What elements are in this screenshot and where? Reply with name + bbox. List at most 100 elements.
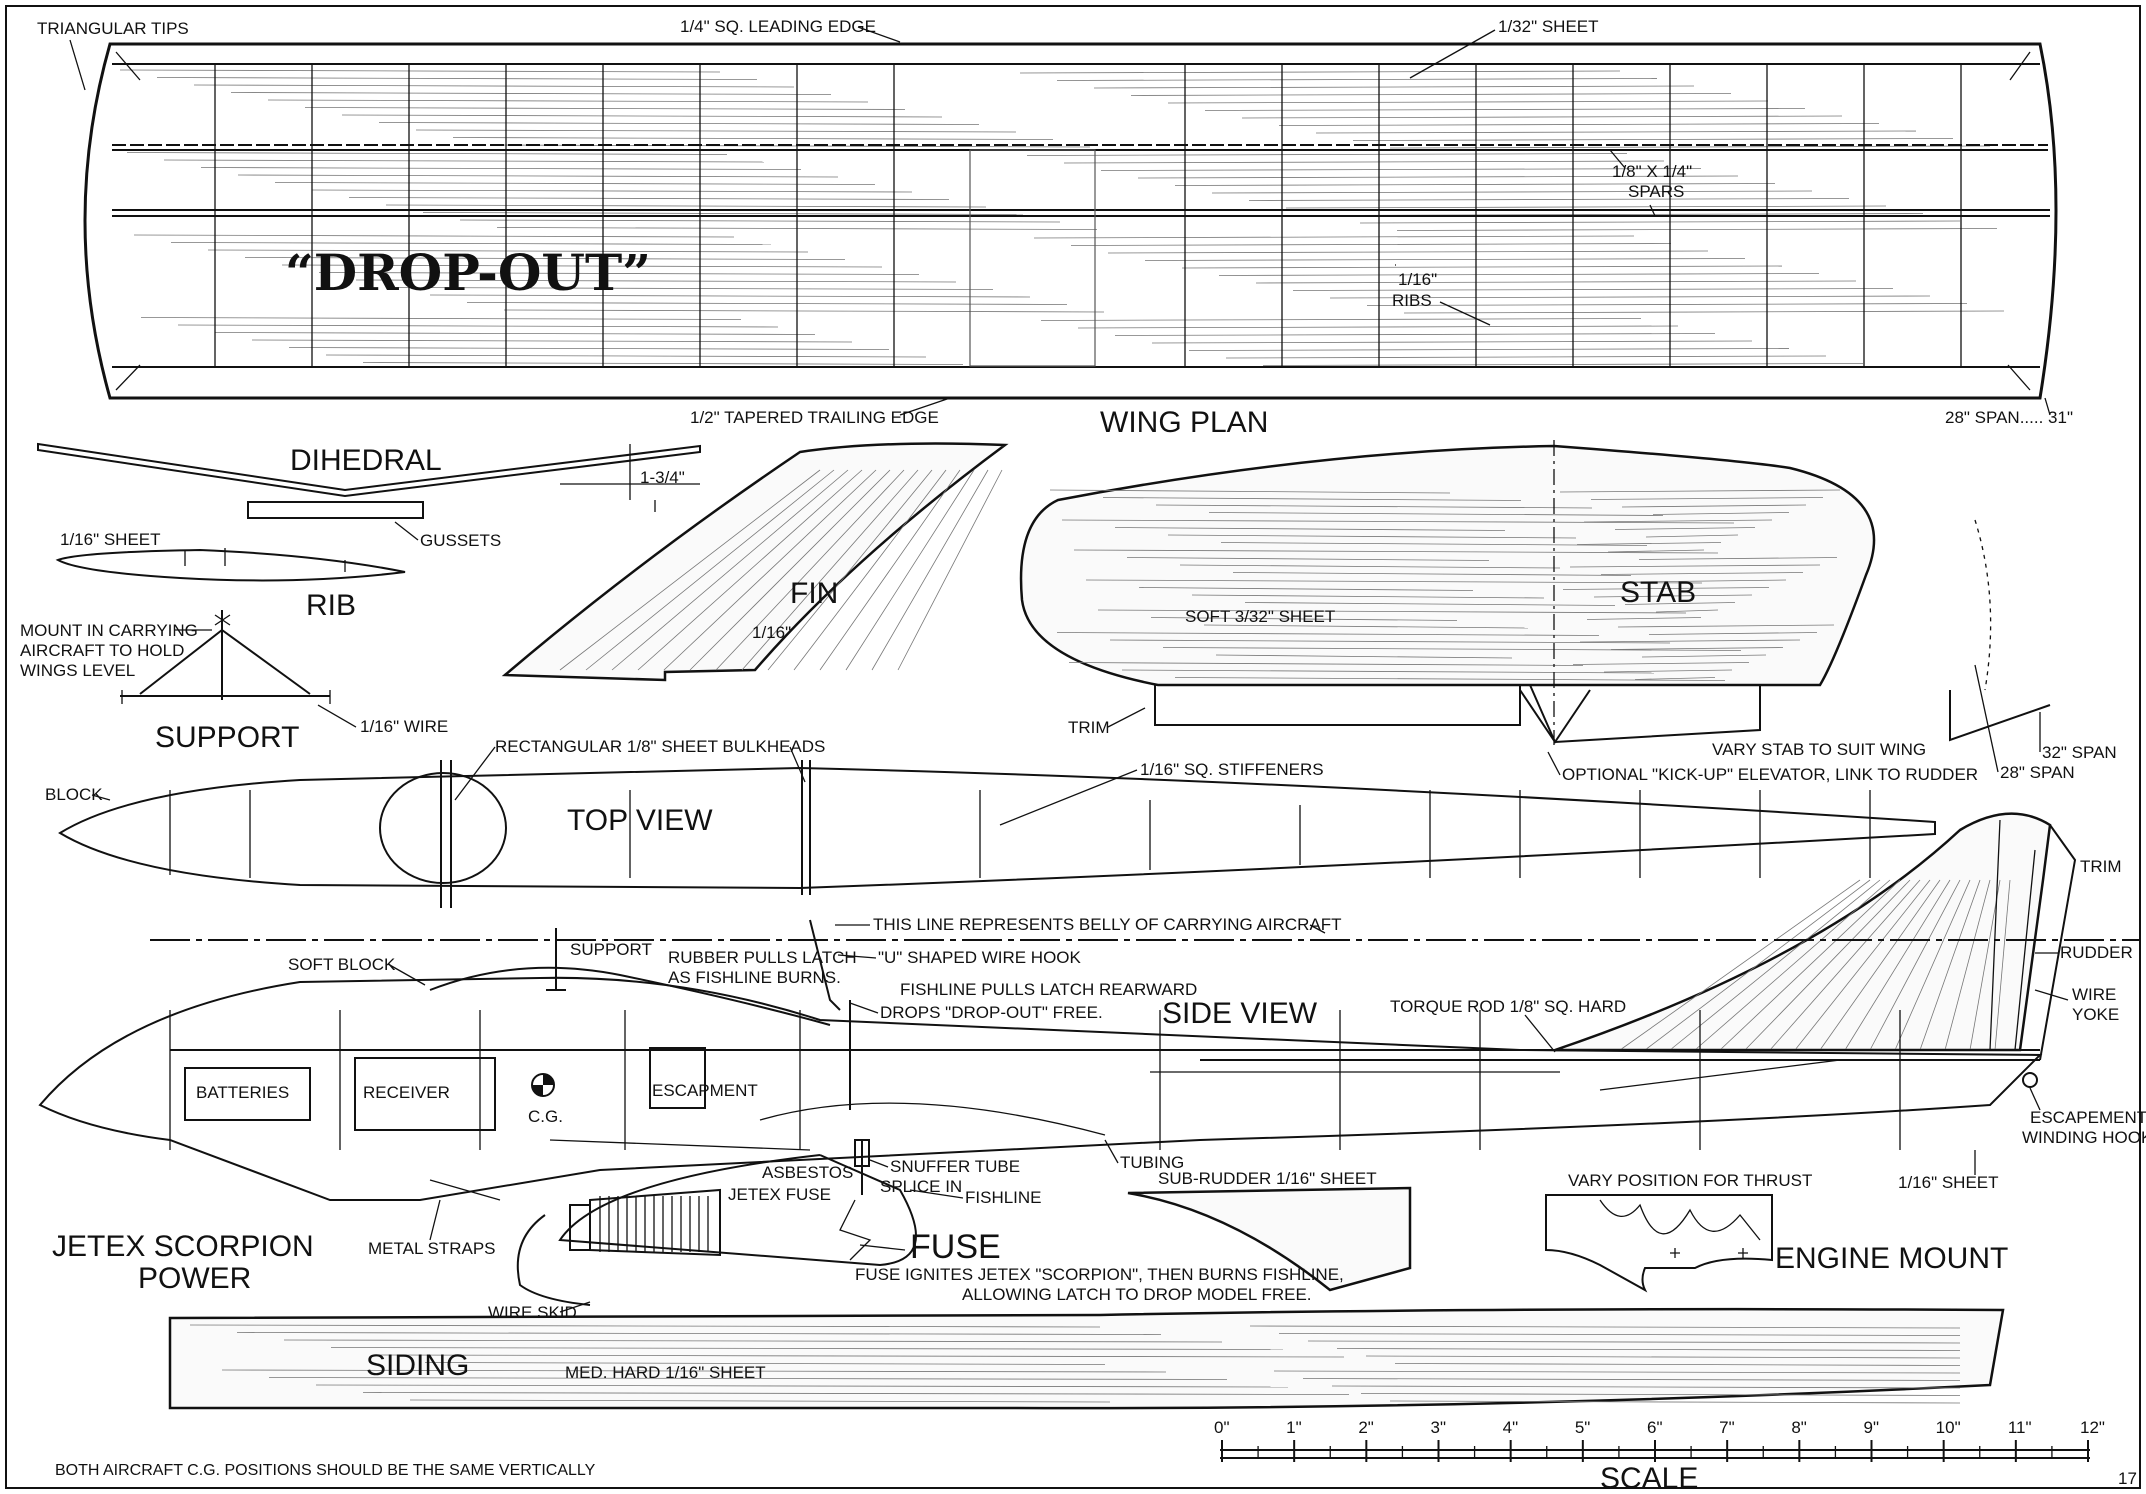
- label-jetex-fuse: JETEX FUSE: [728, 1185, 831, 1204]
- label-rubber-2: AS FISHLINE BURNS.: [668, 968, 841, 987]
- fin-diagram: [501, 442, 1009, 682]
- scale-tick-label: 7": [1719, 1418, 1735, 1437]
- scale-tick-label: 11": [2008, 1418, 2032, 1437]
- dihedral-diagram: [37, 442, 701, 582]
- label-triangular-tips: TRIANGULAR TIPS: [37, 19, 189, 38]
- label-ribs-2: RIBS: [1392, 291, 1432, 310]
- label-cg: C.G.: [528, 1107, 563, 1126]
- label-leading-edge: 1/4" SQ. LEADING EDGE: [680, 17, 876, 36]
- label-support-note-1: MOUNT IN CARRYING: [20, 621, 198, 640]
- label-dihedral-height: 1-3/4": [640, 468, 685, 487]
- scale-tick-label: 8": [1791, 1418, 1807, 1437]
- label-batteries: BATTERIES: [196, 1083, 289, 1102]
- label-side-view: SIDE VIEW: [1162, 997, 1318, 1030]
- label-spars-2: SPARS: [1628, 182, 1684, 201]
- label-power-2: POWER: [138, 1262, 251, 1295]
- label-stab-vary: VARY STAB TO SUIT WING: [1712, 740, 1926, 759]
- sub-rudder-diagram: [1127, 1186, 1412, 1292]
- scale-tick-label: 0": [1214, 1418, 1230, 1437]
- label-top-view: TOP VIEW: [567, 804, 713, 837]
- label-support-note-3: WINGS LEVEL: [20, 661, 135, 680]
- label-u-hook: "U" SHAPED WIRE HOOK: [878, 948, 1082, 967]
- wing-plan: [83, 42, 2058, 400]
- label-soft-block: SOFT BLOCK: [288, 955, 396, 974]
- label-wing-span: 28" SPAN..... 31": [1945, 408, 2073, 427]
- support-diagram: [120, 610, 331, 704]
- label-stab-kickup: OPTIONAL "KICK-UP" ELEVATOR, LINK TO RUD…: [1562, 765, 1978, 784]
- label-block: BLOCK: [45, 785, 103, 804]
- label-wire-yoke-1: WIRE: [2072, 985, 2116, 1004]
- engine-mount-diagram: [1545, 1194, 1773, 1293]
- label-stab-sheet: SOFT 3/32" SHEET: [1185, 607, 1335, 626]
- label-torque-rod: TORQUE ROD 1/8" SQ. HARD: [1390, 997, 1626, 1016]
- label-gussets: GUSSETS: [420, 531, 501, 550]
- label-engine-mount: ENGINE MOUNT: [1775, 1242, 2008, 1275]
- label-tail-trim: TRIM: [2080, 857, 2122, 876]
- scale-tick-label: 1": [1286, 1418, 1302, 1437]
- label-stab: STAB: [1620, 576, 1696, 609]
- label-rubber-1: RUBBER PULLS LATCH: [668, 948, 857, 967]
- label-metal-straps: METAL STRAPS: [368, 1239, 496, 1258]
- label-side-sheet: 1/16" SHEET: [1898, 1173, 1999, 1192]
- label-support: SUPPORT: [155, 721, 299, 754]
- scale-tick-label: 10": [1936, 1418, 1961, 1437]
- label-scale: SCALE: [1600, 1462, 1698, 1494]
- label-rib-sheet: 1/16" SHEET: [60, 530, 161, 549]
- footnote: BOTH AIRCRAFT C.G. POSITIONS SHOULD BE T…: [55, 1462, 596, 1479]
- label-splice: SPLICE IN: [880, 1177, 962, 1196]
- label-stab-trim: TRIM: [1068, 718, 1110, 737]
- label-tubing: TUBING: [1120, 1153, 1184, 1172]
- label-belly: THIS LINE REPRESENTS BELLY OF CARRYING A…: [873, 915, 1342, 934]
- page-number: 17: [2118, 1469, 2137, 1488]
- label-fuse-note-1: FUSE IGNITES JETEX "SCORPION", THEN BURN…: [855, 1265, 1344, 1284]
- label-support-note-2: AIRCRAFT TO HOLD: [20, 641, 184, 660]
- label-side-support: SUPPORT: [570, 940, 652, 959]
- page-border: [5, 5, 2141, 1489]
- scale-tick-label: 4": [1503, 1418, 1519, 1437]
- label-fishline-rear: FISHLINE PULLS LATCH REARWARD: [900, 980, 1197, 999]
- wing-outline: [83, 42, 2058, 400]
- label-power-1: JETEX SCORPION: [52, 1230, 314, 1263]
- label-dihedral: DIHEDRAL: [290, 444, 442, 477]
- label-esc-hook-2: WINDING HOOK: [2022, 1128, 2146, 1147]
- label-asbestos: ASBESTOS: [762, 1163, 853, 1182]
- side-view-diagram: [38, 919, 2043, 1306]
- label-stiffeners: 1/16" SQ. STIFFENERS: [1140, 760, 1324, 779]
- label-receiver: RECEIVER: [363, 1083, 450, 1102]
- label-wing-plan: WING PLAN: [1100, 406, 1268, 439]
- scale-tick-label: 5": [1575, 1418, 1591, 1437]
- scale-tick-label: 2": [1358, 1418, 1374, 1437]
- label-fuse-note-2: ALLOWING LATCH TO DROP MODEL FREE.: [962, 1285, 1312, 1304]
- label-wing-sheet: 1/32" SHEET: [1498, 17, 1599, 36]
- label-fishline: FISHLINE: [965, 1188, 1042, 1207]
- label-drops: DROPS "DROP-OUT" FREE.: [880, 1003, 1103, 1022]
- label-esc-hook-1: ESCAPEMENT: [2030, 1108, 2146, 1127]
- label-fuse: FUSE: [910, 1228, 1001, 1266]
- label-escapement: ESCAPMENT: [652, 1081, 758, 1100]
- label-snuffer: SNUFFER TUBE: [890, 1157, 1020, 1176]
- scale-bar: 0" 1" 2" 3" 4" 5" 6" 7" 8" 9" 10" 11" 12": [1214, 1418, 2105, 1462]
- top-view-diagram: [58, 760, 1936, 908]
- side-tail: [1554, 812, 2077, 1061]
- label-rib: RIB: [306, 589, 356, 622]
- label-fin: FIN: [790, 577, 838, 610]
- label-wire-yoke-2: YOKE: [2072, 1005, 2119, 1024]
- scale-tick-label: 3": [1431, 1418, 1447, 1437]
- label-siding: SIDING: [366, 1349, 469, 1382]
- scale-tick-label: 9": [1864, 1418, 1880, 1437]
- siding-diagram: [168, 1307, 2005, 1410]
- label-stab-span-32: 32" SPAN: [2042, 743, 2117, 762]
- label-fin-thickness: 1/16": [752, 623, 791, 642]
- label-stab-span-28: 28" SPAN: [2000, 763, 2075, 782]
- scale-tick-label: 12": [2080, 1418, 2105, 1437]
- stab-diagram: [1019, 440, 2051, 745]
- label-support-wire: 1/16" WIRE: [360, 717, 448, 736]
- scale-tick-label: 6": [1647, 1418, 1663, 1437]
- label-bulkheads: RECTANGULAR 1/8" SHEET BULKHEADS: [495, 737, 825, 756]
- label-rudder: RUDDER: [2060, 943, 2133, 962]
- label-siding-sheet: MED. HARD 1/16" SHEET: [565, 1363, 766, 1382]
- label-trailing-edge: 1/2" TAPERED TRAILING EDGE: [690, 408, 939, 427]
- label-sub-rudder: SUB-RUDDER 1/16" SHEET: [1158, 1169, 1377, 1188]
- plan-title: “DROP-OUT”: [285, 243, 651, 302]
